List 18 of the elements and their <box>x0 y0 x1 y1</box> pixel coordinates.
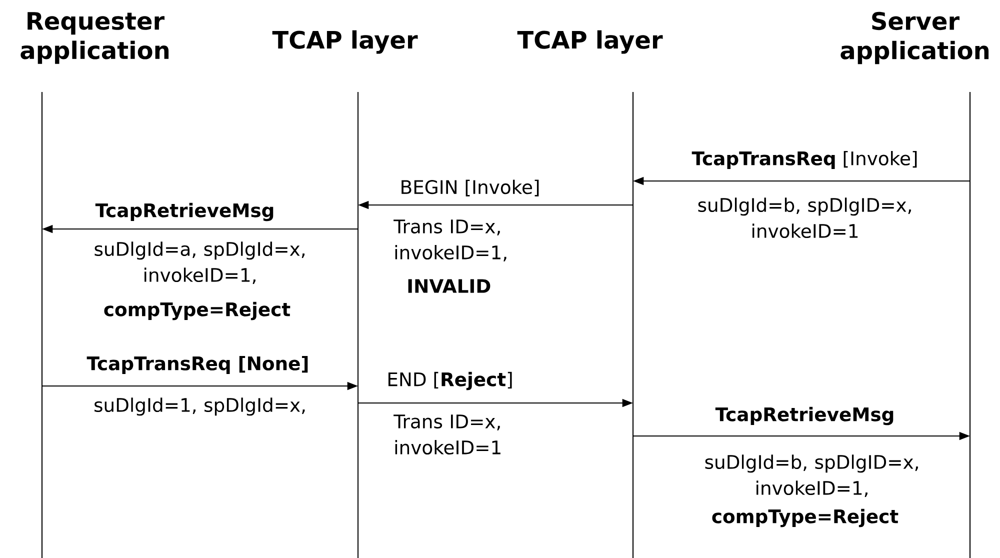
edge-label: TcapTransReq [Invoke] <box>690 150 920 170</box>
edge-label: TcapTransReq [None] <box>85 354 311 376</box>
edge-label: BEGIN [Invoke] <box>398 178 542 198</box>
message-parameters: suDlgId=b, spDlgID=x, invokeID=1 <box>698 198 911 238</box>
edge-label: END [Reject] <box>385 370 515 392</box>
message-parameters: suDlgId=1, spDlgId=x, <box>94 398 305 416</box>
message-parameters: compType=Reject <box>104 302 290 320</box>
lifeline-header: Server application <box>840 12 989 64</box>
message-parameters: Trans ID=x, invokeID=1 <box>394 414 500 454</box>
message-parameters: compType=Reject <box>712 508 898 528</box>
lifeline-header: TCAP layer <box>272 30 418 54</box>
message-parameters: Trans ID=x, invokeID=1, <box>394 220 506 262</box>
lifeline-header: Requester application <box>20 12 169 64</box>
edge-label: TcapRetrieveMsg <box>94 202 276 222</box>
message-parameters: INVALID <box>408 279 490 293</box>
message-parameters: suDlgId=a, spDlgId=x, invokeID=1, <box>94 242 304 284</box>
edge-label: TcapRetrieveMsg <box>714 406 896 426</box>
lifeline-header: TCAP layer <box>517 30 663 54</box>
